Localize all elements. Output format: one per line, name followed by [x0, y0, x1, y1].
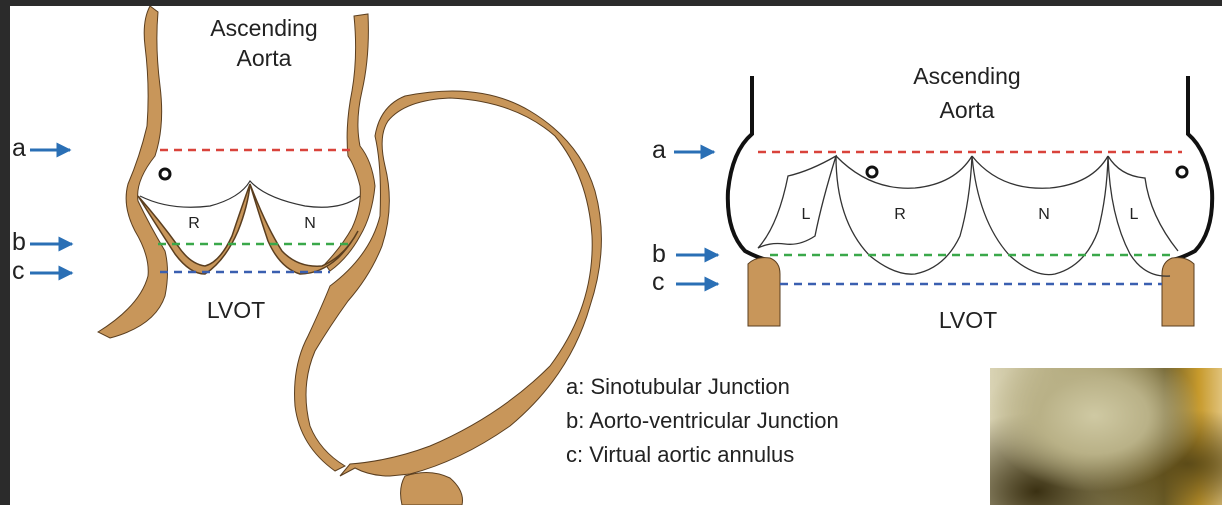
- left-lvot-label: LVOT: [207, 297, 265, 323]
- right-diagram-right-tissue: [1162, 258, 1194, 326]
- right-marker-b: b: [652, 240, 666, 268]
- left-marker-a: a: [12, 134, 26, 162]
- left-marker-b: b: [12, 228, 26, 256]
- right-right-coronary-ostium: [1177, 167, 1187, 177]
- left-title-line1: Ascending: [210, 15, 317, 41]
- legend-item-b: b: Aorto-ventricular Junction: [566, 404, 839, 438]
- diagram-canvas: a b c Ascending Aorta R N LVOT: [10, 6, 1222, 505]
- left-diagram: a b c Ascending Aorta R N LVOT: [12, 6, 601, 505]
- right-diagram: a b c Ascending Aorta L R N L LVOT: [652, 63, 1212, 333]
- right-cusp-l2-label: L: [1130, 206, 1139, 223]
- right-cusp-n-label: N: [1038, 206, 1050, 223]
- right-lvot-label: LVOT: [939, 307, 997, 333]
- right-title-line1: Ascending: [913, 63, 1020, 89]
- right-cusp-l1-label: L: [802, 206, 811, 223]
- left-title-line2: Aorta: [237, 45, 292, 71]
- right-diagram-left-wall: [728, 76, 768, 260]
- left-cusp-r-label: R: [188, 215, 200, 232]
- right-left-coronary-ostium: [867, 167, 877, 177]
- legend: a: Sinotubular Junction b: Aorto-ventric…: [566, 370, 839, 472]
- left-marker-c: c: [12, 257, 25, 285]
- legend-item-c: c: Virtual aortic annulus: [566, 438, 839, 472]
- right-title-line2: Aorta: [940, 97, 995, 123]
- right-aortic-wall: [325, 14, 375, 271]
- specimen-photo: [990, 368, 1222, 505]
- left-aortic-wall: [98, 6, 168, 338]
- right-marker-a: a: [652, 136, 666, 164]
- right-cusp-r-label: R: [894, 206, 906, 223]
- legend-item-a: a: Sinotubular Junction: [566, 370, 839, 404]
- bottom-tissue: [401, 472, 463, 505]
- left-coronary-ostium: [160, 169, 170, 179]
- left-cusp-n-label: N: [304, 215, 316, 232]
- right-marker-c: c: [652, 268, 665, 296]
- ventricular-wall: [295, 91, 602, 476]
- right-diagram-left-tissue: [748, 258, 780, 326]
- unrolled-leaflets: [758, 156, 1178, 276]
